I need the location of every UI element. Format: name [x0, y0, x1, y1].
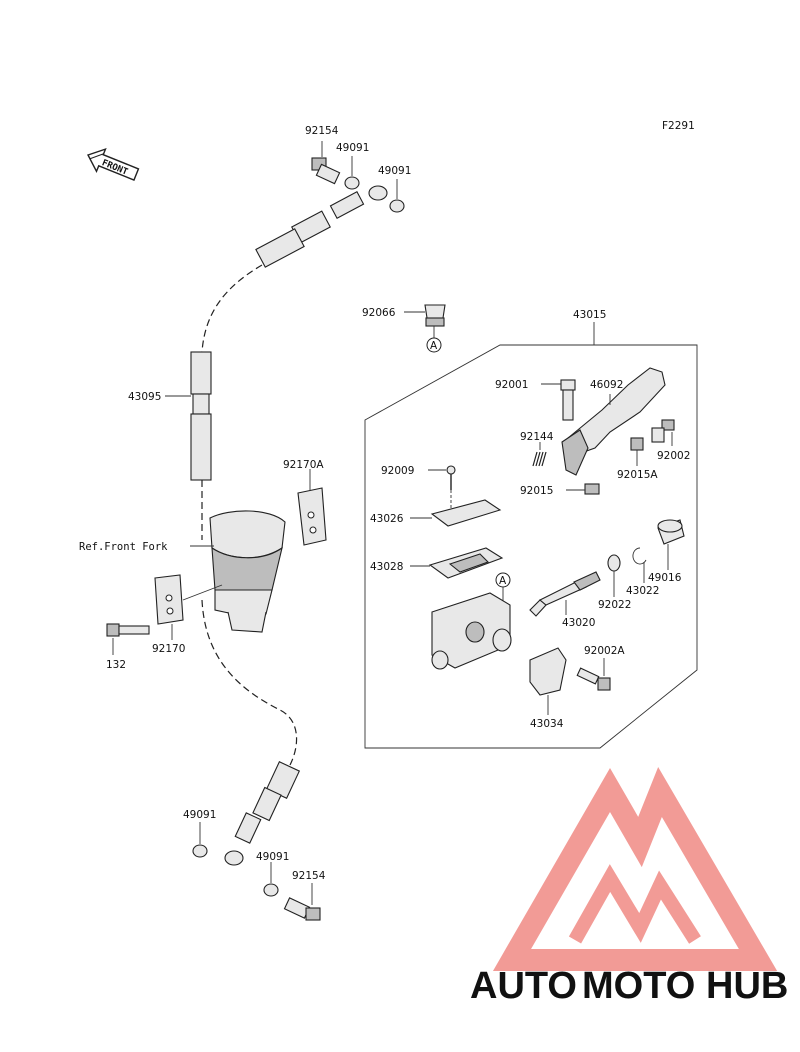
hose-fitting-top	[255, 185, 388, 268]
nut-92015a	[630, 437, 644, 451]
watermark-text: AUTO MOTO HUB	[470, 965, 788, 1007]
pivot-bolt-92001	[560, 379, 576, 421]
watermark-moto: MOTO	[582, 965, 695, 1007]
label-49091-top-1: 49091	[336, 142, 369, 154]
screw-92009	[446, 465, 456, 490]
front-arrow-icon: FRONT	[87, 147, 140, 181]
brake-hose-lower-dash	[201, 599, 298, 766]
spring-92144	[532, 451, 547, 467]
washer-bottom-1	[192, 844, 208, 858]
watermark-logo	[492, 767, 778, 971]
brake-lever	[561, 367, 666, 476]
label-43015: 43015	[573, 309, 606, 321]
washer-92022	[607, 554, 621, 572]
label-49016: 49016	[648, 572, 682, 584]
bolt-132	[106, 623, 150, 637]
brake-hose	[190, 351, 212, 481]
cover-43026	[430, 499, 502, 527]
bracket-92170	[154, 574, 184, 625]
hose-fitting-bottom	[224, 761, 301, 866]
label-43095: 43095	[128, 391, 161, 403]
label-92170a: 92170A	[283, 459, 324, 471]
diaphragm-43028	[428, 547, 504, 579]
label-43020: 43020	[562, 617, 595, 629]
label-46092: 46092	[590, 379, 623, 391]
label-49091-bottom-2: 49091	[256, 851, 289, 863]
banjo-bolt-bottom	[283, 897, 321, 921]
bolt-92002	[651, 419, 675, 443]
watermark-hub: HUB	[706, 965, 788, 1007]
label-49091-top-2: 49091	[378, 165, 411, 177]
nut-92015	[584, 483, 600, 495]
label-92154-top: 92154	[305, 125, 339, 137]
callout-a-top	[426, 337, 442, 353]
bolt-92002a	[576, 667, 611, 691]
circlip-43022	[632, 547, 647, 565]
label-92015a: 92015A	[617, 469, 658, 481]
piston-kit-43020	[529, 571, 601, 617]
brake-hose-upper-dash	[201, 264, 263, 353]
label-ref-front-fork: Ref.Front Fork	[79, 541, 168, 553]
label-43022: 43022	[626, 585, 659, 597]
bracket-92170a	[297, 487, 327, 546]
label-92022: 92022	[598, 599, 631, 611]
label-92001: 92001	[495, 379, 528, 391]
figure-code: F2291	[662, 120, 695, 132]
label-92002a: 92002A	[584, 645, 625, 657]
master-cylinder-body	[431, 592, 512, 670]
watermark-auto: AUTO	[470, 965, 577, 1007]
label-43026: 43026	[370, 513, 404, 525]
cap-92066	[424, 304, 446, 327]
label-92002: 92002	[657, 450, 690, 462]
washer-top-1	[344, 176, 360, 190]
label-92015: 92015	[520, 485, 553, 497]
label-92170: 92170	[152, 643, 185, 655]
callout-a-top-label: A	[430, 340, 438, 352]
front-fork	[209, 510, 286, 633]
washer-bottom-2	[263, 883, 279, 897]
label-92144: 92144	[520, 431, 554, 443]
clamp-43034	[529, 647, 567, 696]
assembly-box	[364, 344, 698, 749]
callout-a-body-label: A	[499, 575, 507, 587]
label-92066: 92066	[362, 307, 396, 319]
washer-top-2	[389, 199, 405, 213]
label-49091-bottom-1: 49091	[183, 809, 216, 821]
boot-49016	[657, 519, 685, 545]
banjo-bolt-top	[311, 157, 341, 185]
label-92154-bottom: 92154	[292, 870, 326, 882]
label-132: 132	[106, 659, 126, 671]
label-92009: 92009	[381, 465, 414, 477]
label-43034: 43034	[530, 718, 564, 730]
label-43028: 43028	[370, 561, 403, 573]
